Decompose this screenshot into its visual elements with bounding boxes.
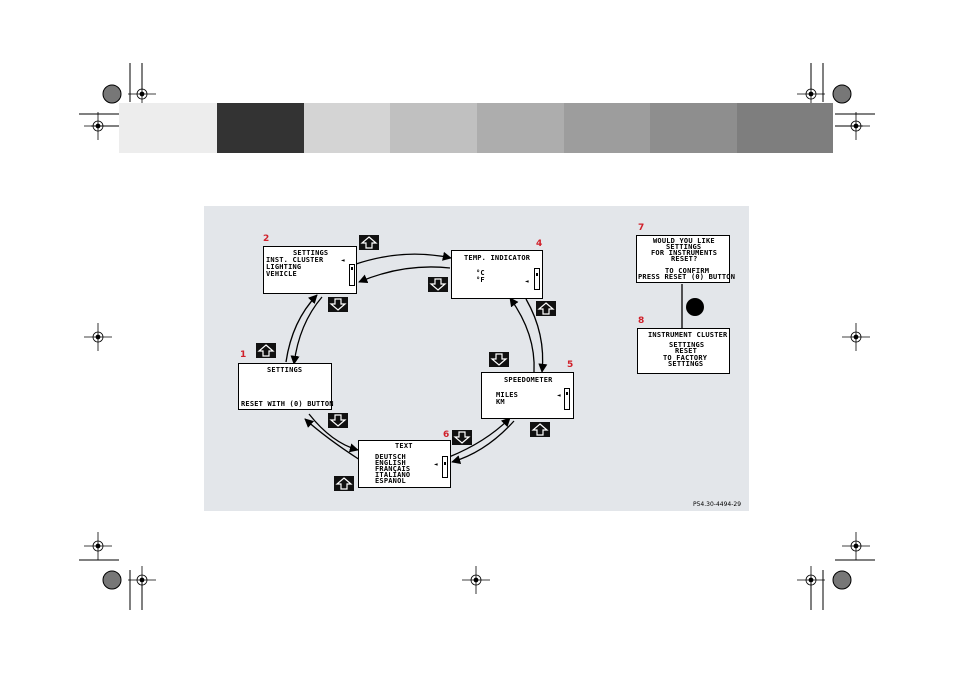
- color-swatch-6: [564, 103, 650, 153]
- language-english: ENGLISH: [375, 459, 406, 467]
- step-number-8: 8: [638, 316, 645, 326]
- step-number-1: 1: [240, 350, 247, 360]
- crosshair-target-icon: [842, 532, 870, 560]
- display-screen-speedometer: SPEEDOMETER MILES KM ◄: [481, 372, 574, 419]
- down-arrow-button: [428, 277, 448, 292]
- screen-title: SPEEDOMETER: [504, 376, 553, 384]
- up-arrow-icon: [531, 423, 549, 436]
- scrollbar-icon: [349, 264, 355, 286]
- language-deutsch: DEUTSCH: [375, 453, 406, 461]
- confirm-line-3: RESET: [675, 347, 698, 355]
- crosshair-target-icon: [462, 566, 490, 594]
- display-screen-temp-indicator: TEMP. INDICATOR °C °F ◄: [451, 250, 543, 299]
- color-swatch-4: [390, 103, 477, 153]
- crosshair-target-icon: [84, 112, 112, 140]
- option-fahrenheit: °F: [476, 276, 485, 284]
- step-number-5: 5: [567, 360, 574, 370]
- color-swatch-3: [304, 103, 390, 153]
- color-swatch-1: [119, 103, 217, 153]
- selection-pointer-icon: ◄: [341, 257, 345, 264]
- crosshair-target-icon: [842, 112, 870, 140]
- up-arrow-icon: [537, 302, 555, 315]
- color-swatch-2: [217, 103, 304, 153]
- up-arrow-button: [256, 343, 276, 358]
- menu-item-inst-cluster: INST. CLUSTER: [266, 256, 324, 264]
- display-screen-settings: SETTINGS INST. CLUSTER LIGHTING VEHICLE …: [263, 246, 357, 294]
- crosshair-target-icon: [84, 532, 112, 560]
- confirm-line-1: INSTRUMENT CLUSTER: [648, 331, 728, 339]
- prompt-line-4: RESET?: [671, 255, 698, 263]
- down-arrow-icon: [329, 414, 347, 427]
- crosshair-target-icon: [842, 323, 870, 351]
- prompt-line-3: FOR INSTRUMENTS: [651, 249, 718, 257]
- down-arrow-button: [328, 297, 348, 312]
- down-arrow-button: [489, 352, 509, 367]
- up-arrow-button: [334, 476, 354, 491]
- grey-dot-targets: [102, 84, 852, 590]
- diagram-panel: 1 2 4 5 6 7 8 SETTINGS RESET WITH (0) BU…: [204, 206, 749, 511]
- language-espanol: ESPAÑOL: [375, 477, 406, 485]
- screen-title: TEXT: [395, 442, 413, 450]
- down-arrow-button: [328, 413, 348, 428]
- prompt-line-6: PRESS RESET (0) BUTTON: [638, 273, 736, 281]
- step-number-7: 7: [638, 223, 645, 233]
- up-arrow-button: [530, 422, 550, 437]
- screen-title: SETTINGS: [293, 249, 329, 257]
- display-screen-settings-reset: SETTINGS RESET WITH (0) BUTTON: [238, 363, 334, 410]
- option-celsius: °C: [476, 269, 485, 277]
- crosshair-target-icon: [84, 323, 112, 351]
- prompt-line-2: SETTINGS: [666, 243, 702, 251]
- down-arrow-icon: [429, 278, 447, 291]
- up-arrow-icon: [257, 344, 275, 357]
- confirm-line-4: TO FACTORY: [663, 354, 708, 362]
- screen-title: TEMP. INDICATOR: [464, 254, 531, 262]
- language-francais: FRANÇAIS: [375, 465, 411, 473]
- color-swatch-8: [737, 103, 833, 153]
- option-miles: MILES: [496, 391, 519, 399]
- scrollbar-icon: [442, 456, 448, 478]
- selection-pointer-icon: ◄: [434, 461, 438, 468]
- down-arrow-icon: [329, 298, 347, 311]
- confirm-line-5: SETTINGS: [668, 360, 704, 368]
- menu-item-vehicle: VEHICLE: [266, 270, 297, 278]
- scrollbar-icon: [534, 268, 540, 290]
- confirm-line-2: SETTINGS: [669, 341, 705, 349]
- step-number-4: 4: [536, 239, 543, 249]
- down-arrow-icon: [453, 431, 471, 444]
- selection-pointer-icon: ◄: [557, 392, 561, 399]
- menu-item-lighting: LIGHTING: [266, 263, 302, 271]
- prompt-line-5: TO CONFIRM: [665, 267, 710, 275]
- display-screen-reset-confirmed: INSTRUMENT CLUSTER SETTINGS RESET TO FAC…: [637, 328, 730, 374]
- display-screen-text: TEXT DEUTSCH ENGLISH FRANÇAIS ITALIANO E…: [358, 440, 451, 488]
- registration-targets: [84, 80, 870, 594]
- up-arrow-button: [359, 235, 379, 250]
- prompt-line-1: WOULD YOU LIKE: [653, 237, 715, 245]
- flow-arrows: [285, 251, 704, 465]
- reset-button-icon: [686, 298, 704, 316]
- up-arrow-icon: [360, 236, 378, 249]
- display-screen-reset-prompt: WOULD YOU LIKE SETTINGS FOR INSTRUMENTS …: [636, 235, 735, 283]
- crosshair-target-icon: [797, 566, 825, 594]
- down-arrow-button: [452, 430, 472, 445]
- figure-id: P54.30-4494-29: [693, 501, 742, 508]
- screen-title: SETTINGS: [267, 366, 303, 374]
- color-swatch-5: [477, 103, 564, 153]
- screen-footer: RESET WITH (0) BUTTON: [241, 400, 334, 408]
- step-number-6: 6: [443, 430, 450, 440]
- color-swatch-7: [650, 103, 737, 153]
- crosshair-target-icon: [128, 566, 156, 594]
- up-arrow-button: [536, 301, 556, 316]
- up-arrow-icon: [335, 477, 353, 490]
- option-km: KM: [496, 398, 505, 406]
- down-arrow-icon: [490, 353, 508, 366]
- language-italiano: ITALIANO: [375, 471, 411, 479]
- scrollbar-icon: [564, 388, 570, 410]
- step-number-2: 2: [263, 234, 270, 244]
- selection-pointer-icon: ◄: [525, 278, 529, 285]
